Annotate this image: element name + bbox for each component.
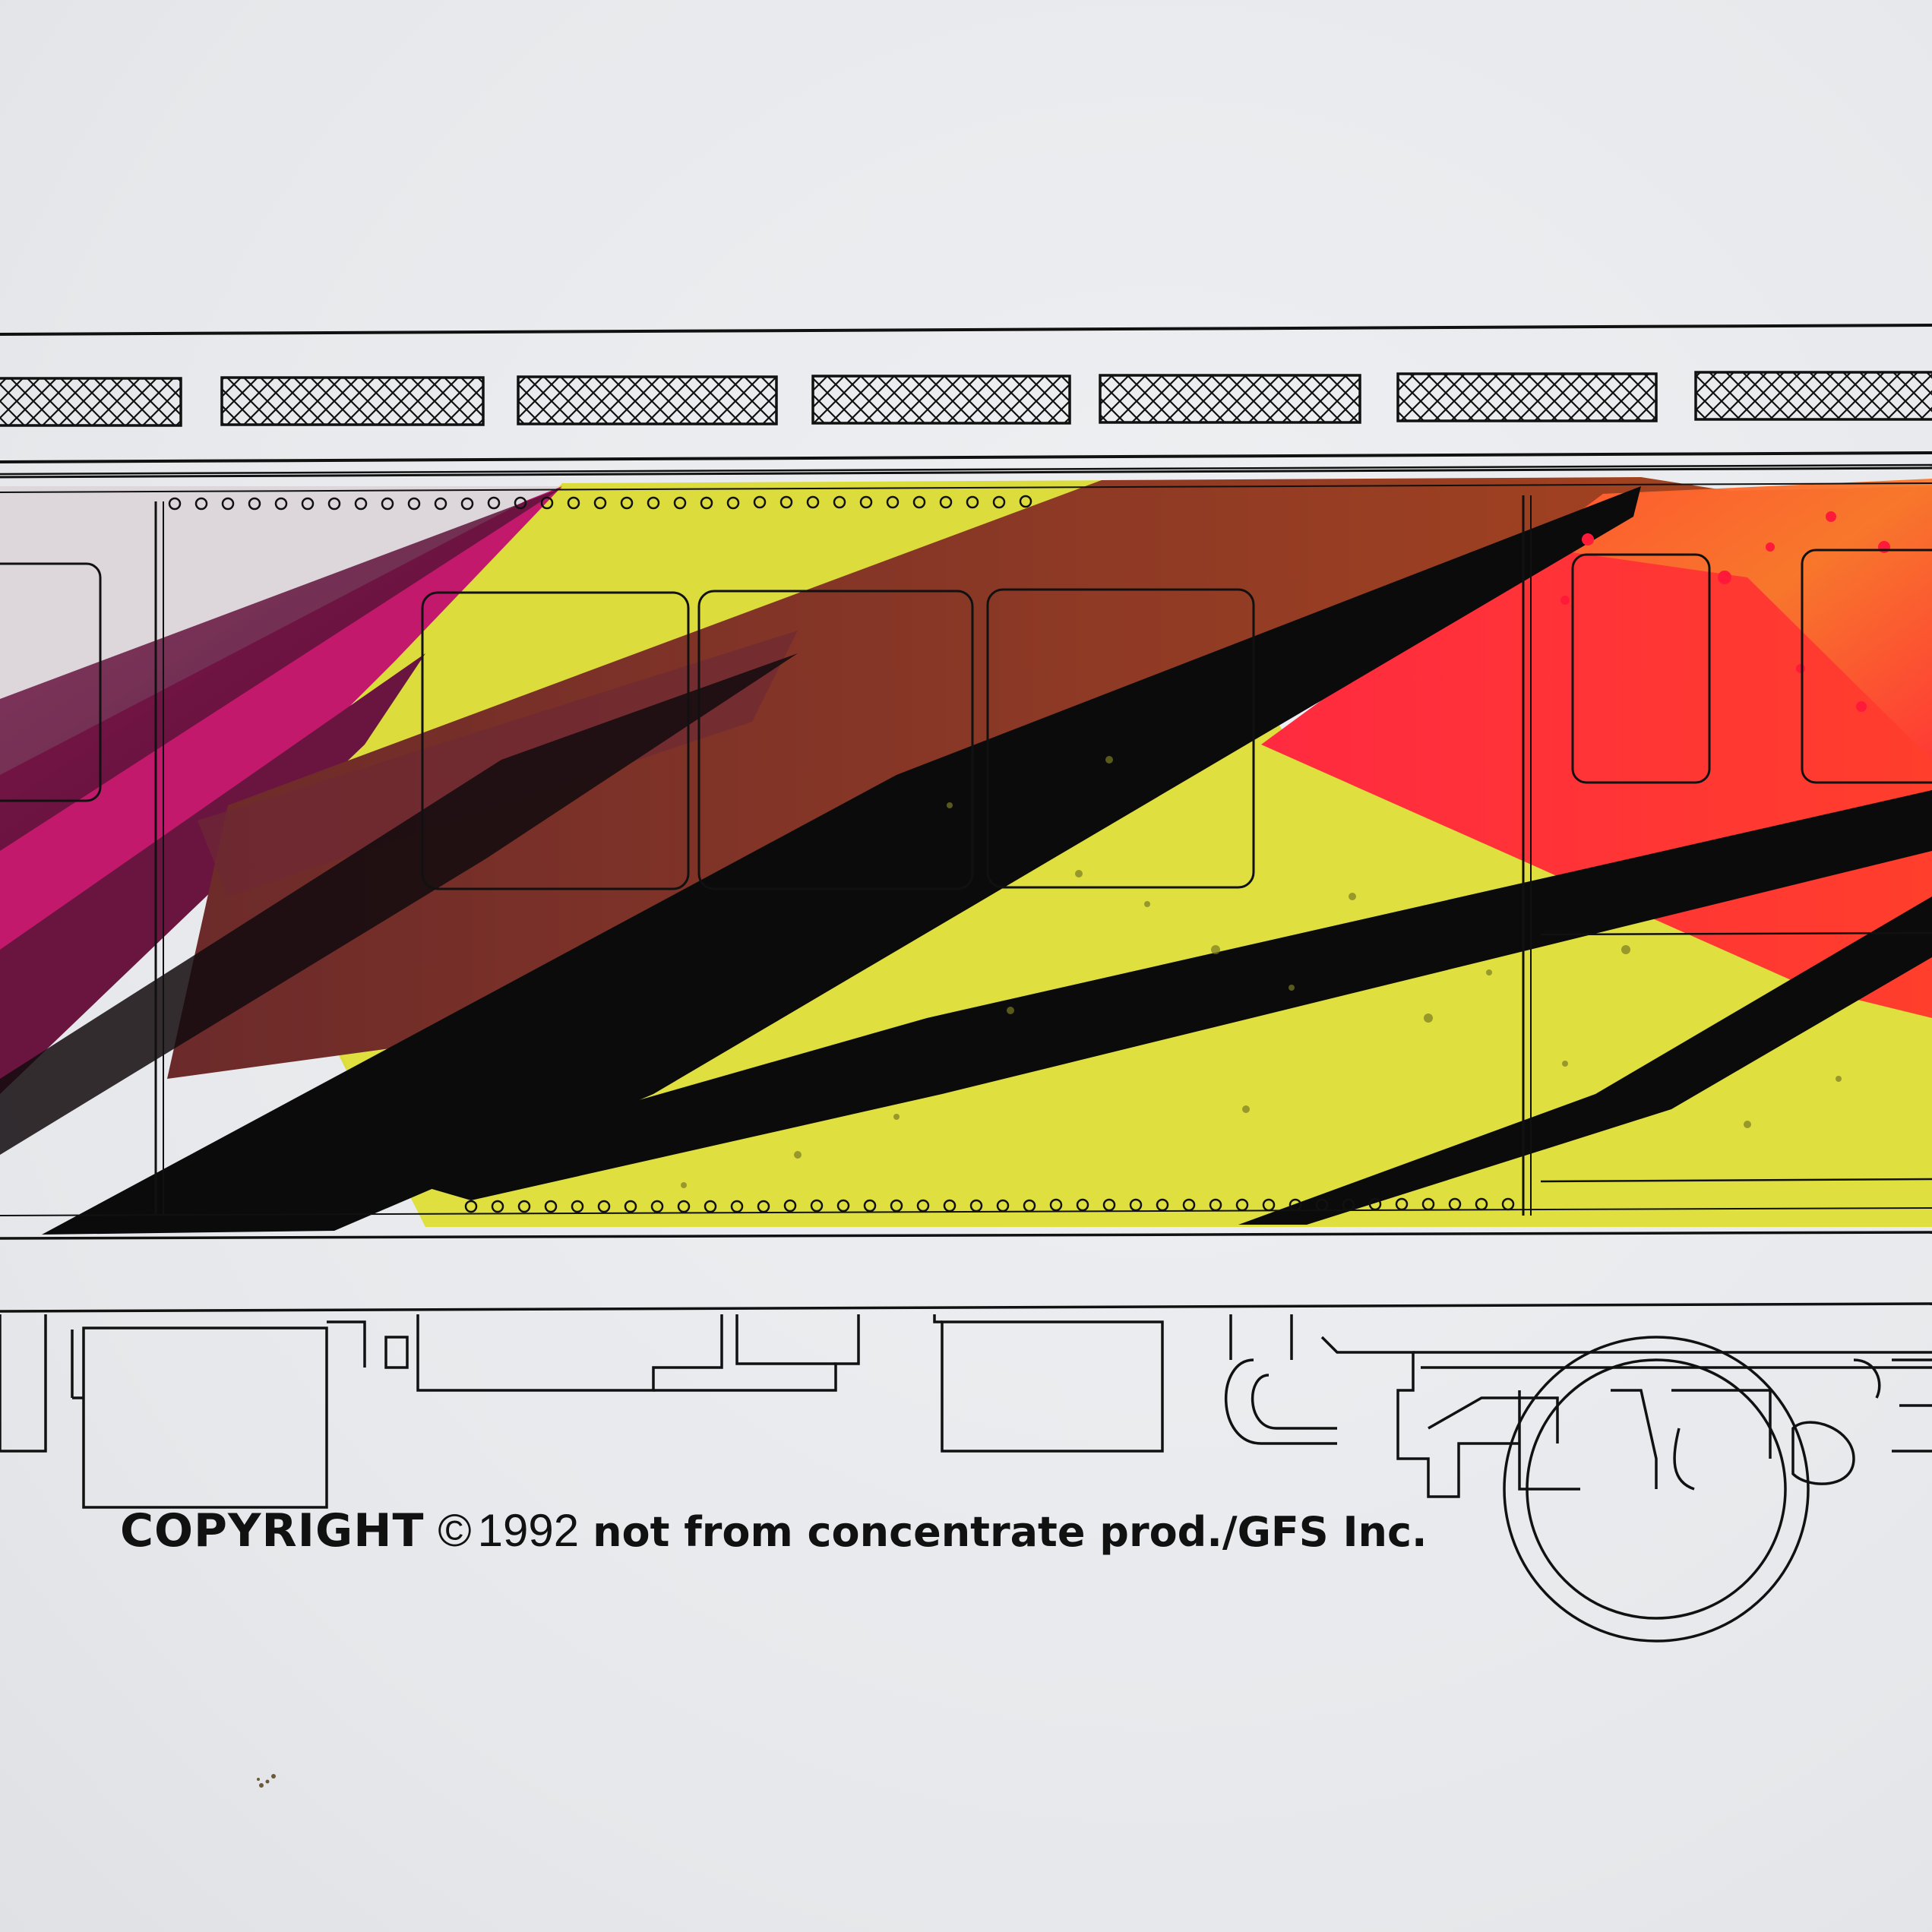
paint-black-slash-mid (380, 790, 1932, 1200)
rivets-top (168, 495, 1032, 511)
window (421, 591, 690, 890)
paint-black-slash-main (42, 486, 1641, 1235)
roof-vent (517, 375, 778, 425)
window (697, 590, 974, 890)
window (986, 588, 1255, 889)
roof-vent (0, 377, 182, 427)
roof-vent (811, 375, 1071, 425)
copyright-year: 1992 (477, 1505, 580, 1556)
copyright-word: COPYRIGHT (120, 1504, 425, 1557)
undercarriage (0, 1314, 1932, 1643)
window-right (1801, 549, 1932, 784)
window-right (1571, 553, 1711, 784)
copyright-symbol: © (438, 1505, 472, 1556)
roof-vent (220, 376, 485, 426)
rivets-bottom (464, 1197, 1515, 1213)
roof-vent (1694, 371, 1932, 421)
paint-plum (0, 488, 562, 851)
car-windows (0, 549, 1932, 1183)
paper-mark (257, 1774, 276, 1788)
roof-vent (1099, 374, 1361, 424)
paint-speckles (681, 756, 1842, 1188)
window-left (0, 562, 102, 802)
car-body (0, 466, 1932, 1313)
roof-vent (1396, 372, 1658, 422)
roof-vents (0, 371, 1932, 427)
copyright-owner: not from concentrate prod./GFS Inc. (593, 1508, 1428, 1556)
car-roof (0, 324, 1932, 476)
paint-black-slash-left (0, 653, 798, 1155)
